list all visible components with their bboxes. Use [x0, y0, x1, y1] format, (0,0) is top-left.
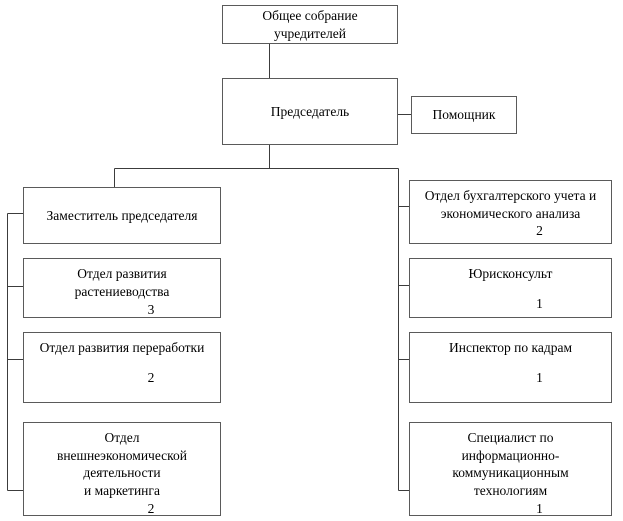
node-title: Помощник — [432, 107, 496, 123]
node-hr-inspector[interactable]: Инспектор по кадрам 1 — [409, 332, 612, 403]
node-headcount: 1 — [536, 295, 543, 311]
node-title: Специалист по информационно- коммуникаци… — [452, 430, 569, 498]
node-title: Отдел внешнеэкономической деятельности и… — [56, 430, 188, 498]
node-processing-development-department[interactable]: Отдел развития переработки 2 — [23, 332, 221, 403]
node-title: Отдел бухгалтерского учета и экономическ… — [424, 188, 597, 221]
node-ict-specialist[interactable]: Специалист по информационно- коммуникаци… — [409, 422, 612, 516]
node-title: Юрисконсульт — [468, 266, 553, 281]
node-foreign-economic-and-marketing-department[interactable]: Отдел внешнеэкономической деятельности и… — [23, 422, 221, 516]
node-title: Заместитель председателя — [46, 207, 198, 223]
node-headcount: 2 — [147, 369, 155, 385]
node-crop-development-department[interactable]: Отдел развития растениеводства 3 — [23, 258, 221, 318]
node-title: Общее собрание учредителей — [262, 7, 358, 41]
node-accounting-and-economic-analysis-department[interactable]: Отдел бухгалтерского учета и экономическ… — [409, 180, 612, 244]
node-headcount: 3 — [147, 302, 155, 318]
node-title: Инспектор по кадрам — [448, 340, 572, 355]
node-chairman[interactable]: Председатель — [222, 78, 398, 145]
node-headcount: 2 — [536, 223, 543, 239]
node-headcount: 2 — [147, 501, 155, 517]
node-assistant[interactable]: Помощник — [411, 96, 517, 134]
node-headcount: 1 — [536, 369, 543, 385]
node-title: Председатель — [270, 103, 350, 119]
node-title: Отдел развития растениеводства — [74, 266, 170, 299]
node-legal-counsel[interactable]: Юрисконсульт 1 — [409, 258, 612, 318]
node-headcount: 1 — [536, 501, 543, 517]
node-general-assembly[interactable]: Общее собрание учредителей — [222, 5, 398, 44]
node-deputy-chairman[interactable]: Заместитель председателя — [23, 187, 221, 244]
node-title: Отдел развития переработки — [39, 340, 205, 355]
